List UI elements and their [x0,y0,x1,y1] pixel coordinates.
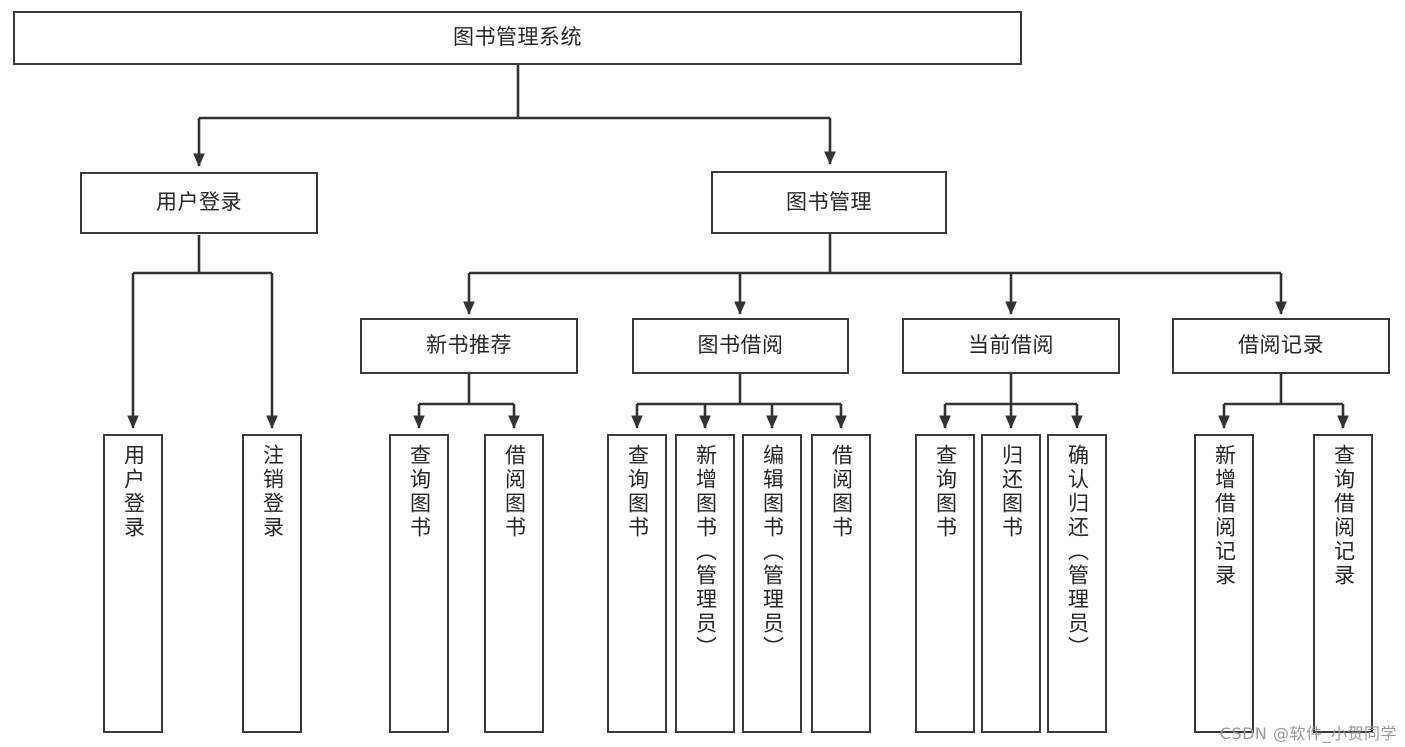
node-leaf-return-book-label: 归还图书 [999,444,1024,540]
node-root[interactable]: 图书管理系统 [13,11,1022,65]
node-root-label: 图书管理系统 [453,25,582,50]
node-leaf-confirm-return[interactable]: 确认归还（管理员） [1047,434,1107,733]
node-borrow-record-label: 借阅记录 [1238,333,1324,358]
node-new-book-recommend[interactable]: 新书推荐 [360,318,578,374]
node-leaf-confirm-return-label: 确认归还（管理员） [1065,444,1090,660]
node-leaf-borrow-book-2-label: 借阅图书 [829,444,854,540]
node-leaf-query-book-2[interactable]: 查询图书 [607,434,667,733]
node-leaf-add-book-label: 新增图书（管理员） [693,444,718,660]
node-leaf-add-record[interactable]: 新增借阅记录 [1194,434,1254,733]
node-leaf-borrow-book-2[interactable]: 借阅图书 [811,434,871,733]
node-leaf-query-record[interactable]: 查询借阅记录 [1313,434,1373,733]
node-leaf-edit-book[interactable]: 编辑图书（管理员） [742,434,802,733]
node-leaf-return-book[interactable]: 归还图书 [981,434,1041,733]
node-leaf-logout-label: 注销登录 [260,444,285,540]
node-user-login-label: 用户登录 [156,190,242,215]
node-book-borrow-label: 图书借阅 [697,333,784,358]
node-leaf-user-login-label: 用户登录 [121,444,146,540]
node-leaf-query-book-1[interactable]: 查询图书 [389,434,449,733]
node-leaf-add-book[interactable]: 新增图书（管理员） [675,434,735,733]
node-leaf-edit-book-label: 编辑图书（管理员） [760,444,785,660]
node-user-login[interactable]: 用户登录 [80,172,318,234]
node-new-book-recommend-label: 新书推荐 [426,333,512,358]
node-borrow-record[interactable]: 借阅记录 [1172,318,1390,374]
node-leaf-query-book-1-label: 查询图书 [407,444,432,540]
node-leaf-borrow-book-1[interactable]: 借阅图书 [484,434,544,733]
node-leaf-query-book-2-label: 查询图书 [625,444,650,540]
node-current-borrow-label: 当前借阅 [968,333,1054,358]
node-book-manage-label: 图书管理 [786,189,872,214]
node-book-borrow[interactable]: 图书借阅 [632,318,849,374]
node-current-borrow[interactable]: 当前借阅 [902,318,1120,374]
node-leaf-borrow-book-1-label: 借阅图书 [502,444,527,540]
node-leaf-query-book-3-label: 查询图书 [933,444,958,540]
node-leaf-add-record-label: 新增借阅记录 [1212,444,1237,588]
node-book-manage[interactable]: 图书管理 [711,171,947,234]
node-leaf-logout[interactable]: 注销登录 [242,434,302,733]
watermark: CSDN @软件_小贺同学 [1219,724,1397,743]
node-leaf-query-book-3[interactable]: 查询图书 [915,434,975,733]
node-leaf-user-login[interactable]: 用户登录 [103,434,163,733]
node-leaf-query-record-label: 查询借阅记录 [1331,444,1356,588]
